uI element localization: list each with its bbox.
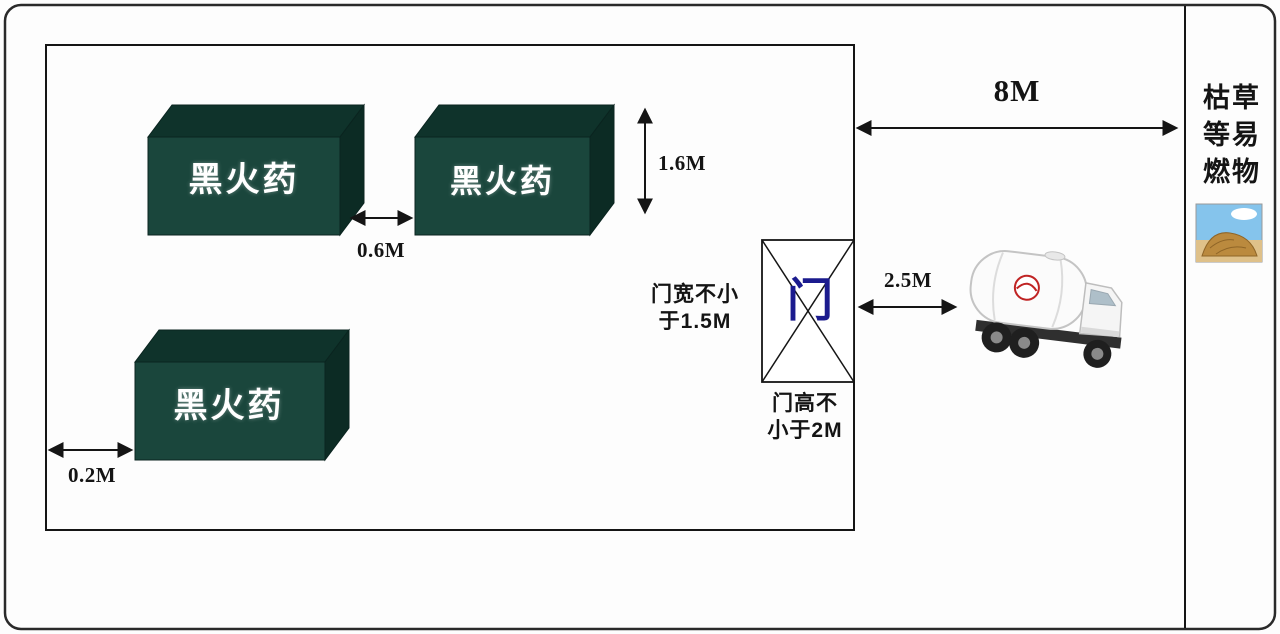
door-height-note: 门高不 小于2M xyxy=(767,392,843,442)
door-symbol xyxy=(761,239,855,383)
truck-distance-dimension: 2.5M xyxy=(883,268,933,292)
flammable-distance-dimension: 8M xyxy=(993,73,1041,108)
wall-clearance-dimension: 0.2M xyxy=(67,463,117,487)
box-gap-dimension: 0.6M xyxy=(356,238,406,262)
powder-box-3-label: 黑火药 xyxy=(173,388,285,425)
tanker-truck-image xyxy=(969,250,1123,368)
door-width-note: 门宽不小 于1.5M xyxy=(651,283,739,333)
powder-box-1-label: 黑火药 xyxy=(188,162,300,199)
powder-box-2 xyxy=(414,103,615,237)
powder-box-1 xyxy=(147,103,365,237)
hay-image xyxy=(1195,203,1263,263)
outer-border xyxy=(3,3,1277,631)
powder-box-2-label: 黑火药 xyxy=(449,163,555,199)
door-label: 门 xyxy=(787,274,833,326)
box-height-dimension: 1.6M xyxy=(658,151,707,175)
powder-box-3 xyxy=(134,328,350,462)
flammables-label: 枯草 等易 燃物 xyxy=(1203,83,1261,187)
